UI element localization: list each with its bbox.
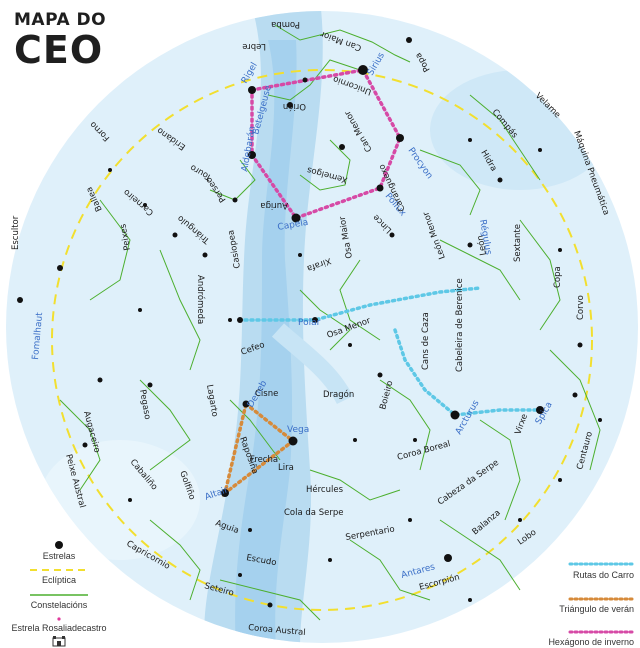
legend-hexagono-label: Hexágono de inverno — [548, 637, 634, 647]
constellation-label: Cola da Serpe — [284, 508, 343, 518]
summer-triangle — [222, 402, 296, 498]
constellation-label: Hércules — [306, 484, 344, 495]
constellation-label: Pomba — [271, 19, 300, 29]
legend-ecliptic-label: Eclíptica — [41, 575, 76, 585]
legend-star-icon — [55, 541, 63, 549]
star-label: Polar — [298, 318, 321, 328]
constellation-label: Cisne — [255, 389, 278, 399]
constellation-label: Sextante — [513, 224, 523, 262]
legend-stars-label: Estrelas — [42, 551, 76, 561]
constellation-label: Lebre — [242, 41, 266, 51]
constellation-label: Copa — [553, 266, 563, 288]
constellation-label: Lira — [278, 463, 294, 473]
rosalia-castle-icon — [52, 636, 66, 647]
ecliptic-line — [51, 69, 593, 611]
bright-stars — [17, 37, 602, 608]
constellation-label: Corvo — [576, 295, 586, 320]
constellation-label: Auriga — [260, 200, 288, 210]
constellation-label: Andrómeda — [195, 275, 206, 324]
legend-triangulo-label: Triángulo de verán — [559, 604, 634, 614]
constellation-lines — [59, 24, 601, 621]
constellation-label: Peixes — [118, 222, 133, 251]
constellation-label: Cans de Caza — [421, 312, 431, 370]
legend-carro-label: Rutas do Carro — [572, 570, 634, 580]
legend-right-graphics — [568, 562, 637, 634]
legend-constellations-label: Constelacións — [30, 600, 88, 610]
constellation-label: Frecha — [250, 455, 278, 465]
map-title-line2: CEO — [14, 28, 104, 72]
carro-routes — [243, 286, 542, 417]
star-label: Vega — [287, 425, 309, 435]
constellation-label: León — [475, 234, 489, 256]
star-label: Fomalhaut — [31, 312, 45, 361]
legend-rosalia-icon — [57, 617, 61, 621]
legend-left-graphics — [30, 541, 88, 647]
map-title-line1: MAPA DO — [14, 10, 107, 30]
constellation-label: Dragón — [323, 389, 354, 400]
constellation-label: Orión — [283, 101, 306, 112]
constellation-label: Escultor — [11, 215, 21, 250]
legend-rosalia-label: Estrela Rosaliadecastro — [11, 623, 107, 633]
constellation-label: Cabeleira de Berenice — [455, 278, 465, 372]
